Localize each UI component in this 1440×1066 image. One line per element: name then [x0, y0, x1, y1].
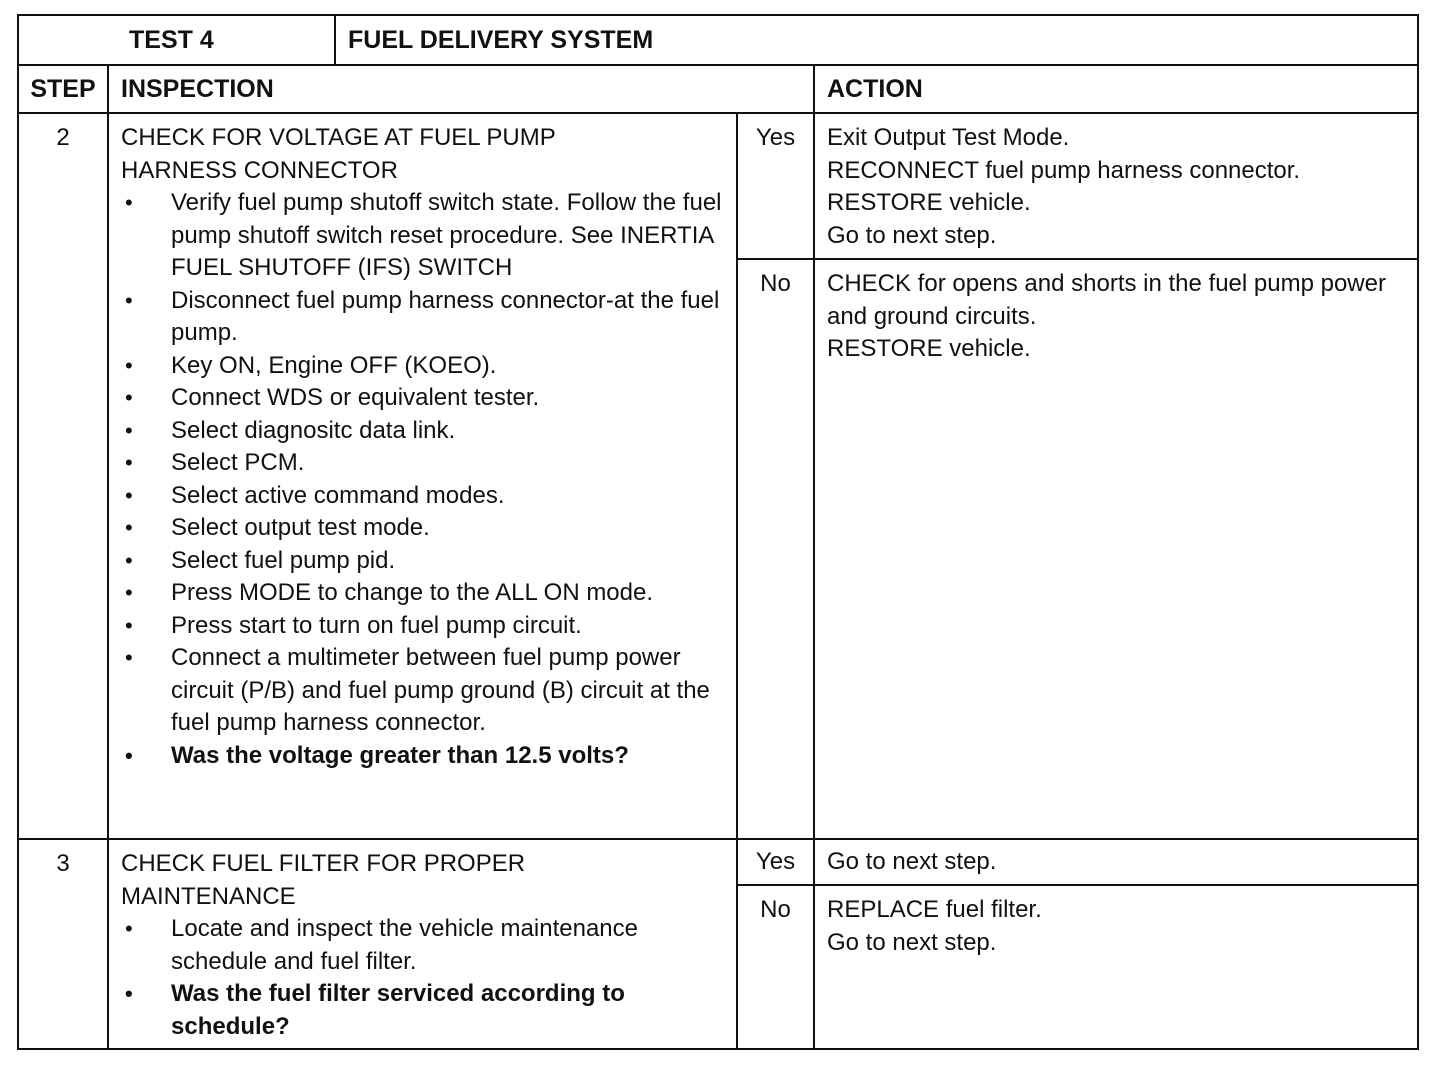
action-line: Go to next step.: [827, 848, 997, 875]
action-line: REPLACE fuel filter.: [827, 896, 1042, 923]
action-line: Go to next step.: [827, 928, 997, 956]
list-item: Press MODE to change to the ALL ON mode.: [121, 577, 726, 610]
list-item: Select output test mode.: [121, 512, 726, 545]
step-2-no-row: No CHECK for opens and shorts in the fue…: [18, 258, 1420, 840]
list-item: Select fuel pump pid.: [121, 545, 726, 578]
step-2-yes-action: Exit Output Test Mode. RECONNECT fuel pu…: [812, 112, 1420, 260]
step-3-title-line-2: MAINTENANCE: [121, 882, 296, 910]
step-3-yes-label: Yes: [736, 838, 815, 886]
step-2-no-label: No: [736, 258, 815, 840]
action-line: Exit Output Test Mode.: [827, 124, 1070, 151]
step-2-yes-row: 2 CHECK FOR VOLTAGE AT FUEL PUMP HARNESS…: [17, 112, 1420, 840]
diagnostic-table: TEST 4 FUEL DELIVERY SYSTEM STEP INSPECT…: [17, 14, 1420, 1050]
inspection-column-header: INSPECTION: [107, 64, 815, 114]
step-2-number: 2: [17, 112, 109, 840]
list-item-question: Was the voltage greater than 12.5 volts?: [121, 740, 726, 773]
step-2-yes-label: Yes: [736, 112, 815, 260]
list-item: Key ON, Engine OFF (KOEO).: [121, 350, 726, 383]
step-2-title-line-1: CHECK FOR VOLTAGE AT FUEL PUMP: [121, 124, 556, 151]
step-3-no-row: No REPLACE fuel filter. Go to next step.: [18, 884, 1420, 1050]
step-3-yes-row: 3 CHECK FUEL FILTER FOR PROPER MAINTENAN…: [17, 838, 1420, 1050]
action-line: RESTORE vehicle.: [827, 335, 1031, 362]
list-item: Select PCM.: [121, 447, 726, 480]
action-line: RECONNECT fuel pump harness connector.: [827, 156, 1301, 184]
step-2-inspection-list: Verify fuel pump shutoff switch state. F…: [121, 187, 726, 772]
step-3-inspection: CHECK FUEL FILTER FOR PROPER MAINTENANCE…: [107, 838, 738, 1050]
step-3-title-line-1: CHECK FUEL FILTER FOR PROPER: [121, 850, 526, 877]
action-line: RESTORE vehicle.: [827, 189, 1031, 216]
test-label: TEST 4: [17, 14, 336, 66]
list-item: Locate and inspect the vehicle maintenan…: [121, 913, 726, 978]
action-line: Go to next step.: [827, 221, 997, 249]
test-header-row: TEST 4 FUEL DELIVERY SYSTEM: [17, 14, 1420, 66]
list-item-question: Was the fuel filter serviced according t…: [121, 978, 726, 1043]
action-line: CHECK for opens and shorts in the fuel p…: [827, 270, 1386, 330]
list-item: Verify fuel pump shutoff switch state. F…: [121, 187, 726, 285]
list-item: Connect a multimeter between fuel pump p…: [121, 642, 726, 740]
step-3-no-action: REPLACE fuel filter. Go to next step.: [812, 884, 1420, 1050]
step-3-yes-action: Go to next step.: [812, 838, 1420, 886]
step-2-no-action: CHECK for opens and shorts in the fuel p…: [812, 258, 1420, 840]
list-item: Select active command modes.: [121, 480, 726, 513]
step-column-header: STEP: [17, 64, 109, 114]
list-item: Connect WDS or equivalent tester.: [121, 382, 726, 415]
step-2-title-line-2: HARNESS CONNECTOR: [121, 156, 398, 184]
step-3-number: 3: [17, 838, 109, 1050]
step-3-no-label: No: [736, 884, 815, 1050]
diagnostic-table-page: TEST 4 FUEL DELIVERY SYSTEM STEP INSPECT…: [17, 14, 1420, 1050]
step-2-inspection: CHECK FOR VOLTAGE AT FUEL PUMP HARNESS C…: [107, 112, 738, 840]
action-column-header: ACTION: [812, 64, 1420, 114]
test-title: FUEL DELIVERY SYSTEM: [333, 14, 1420, 66]
step-3-inspection-list: Locate and inspect the vehicle maintenan…: [121, 913, 726, 1043]
list-item: Select diagnositc data link.: [121, 415, 726, 448]
list-item: Press start to turn on fuel pump circuit…: [121, 610, 726, 643]
column-header-row: STEP INSPECTION ACTION: [17, 64, 1420, 114]
list-item: Disconnect fuel pump harness connector-a…: [121, 285, 726, 350]
